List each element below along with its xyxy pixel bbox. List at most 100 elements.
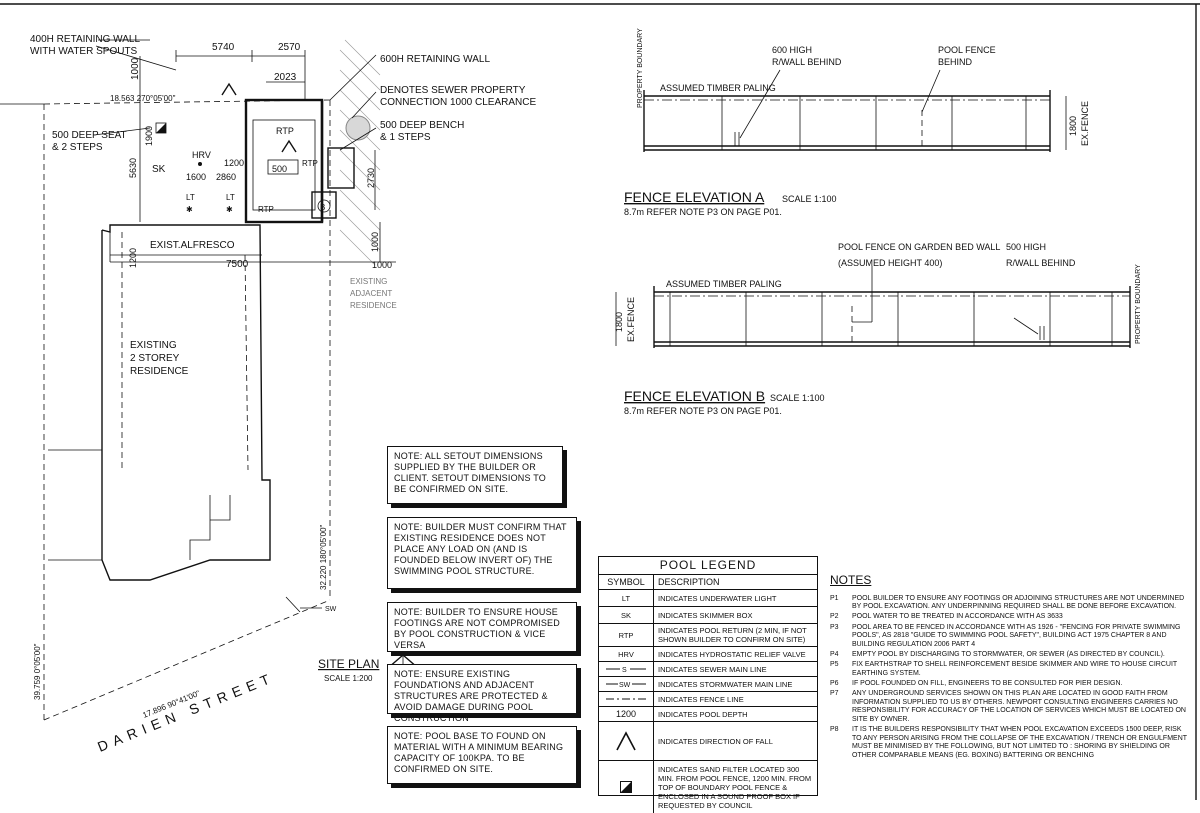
- dim-1900: 1900: [144, 126, 154, 146]
- dim-1000-lower: 1000: [372, 260, 392, 270]
- sewer-connection: [345, 115, 371, 141]
- stormwater-line-icon: SW: [606, 682, 646, 688]
- elev-b-rwall-2: R/WALL BEHIND: [1006, 258, 1076, 268]
- dim-7500: 7500: [226, 259, 249, 270]
- sand-filter-icon: [620, 781, 632, 793]
- legend-symbol-fall: [599, 722, 654, 760]
- legend-desc: INDICATES SAND FILTER LOCATED 300 MIN. F…: [658, 764, 812, 810]
- legend-row: INDICATES SAND FILTER LOCATED 300 MIN. F…: [599, 761, 817, 813]
- elev-a-scale: SCALE 1:100: [782, 194, 837, 204]
- elev-a-subtitle: 8.7m REFER NOTE P3 ON PAGE P01.: [624, 207, 782, 217]
- label-hrv: HRV: [192, 150, 211, 160]
- note-item: P6 IF POOL FOUNDED ON FILL, ENGINEERS TO …: [830, 680, 1190, 689]
- legend-desc: INDICATES SEWER MAIN LINE: [658, 664, 767, 674]
- label-adjacent-2: ADJACENT: [350, 289, 392, 298]
- legend-col-description: DESCRIPTION: [658, 576, 720, 587]
- note-text-existing-residence: NOTE: BUILDER MUST CONFIRM THAT EXISTING…: [394, 522, 567, 576]
- pool-bench: [267, 159, 299, 175]
- note-text: IT IS THE BUILDERS RESPONSIBILITY THAT W…: [852, 726, 1187, 759]
- legend-row: LT INDICATES UNDERWATER LIGHT: [599, 590, 817, 607]
- label-retaining-wall-400: 400H RETAINING WALL: [30, 34, 140, 45]
- legend-row: INDICATES FENCE LINE: [599, 692, 817, 707]
- label-sewer-2: CONNECTION 1000 CLEARANCE: [380, 97, 536, 108]
- note-text-foundations: NOTE: ENSURE EXISTING FOUNDATIONS AND AD…: [394, 669, 548, 723]
- elev-a-pool-fence-1: POOL FENCE: [938, 45, 996, 55]
- dim-2023: 2023: [274, 72, 297, 83]
- legend-desc: INDICATES POOL DEPTH: [658, 709, 748, 719]
- legend-symbol-sewer: S: [599, 662, 654, 676]
- svg-text:B: B: [320, 203, 325, 212]
- site-plan-title: SITE PLAN: [318, 657, 379, 671]
- dim-5740: 5740: [212, 42, 235, 53]
- label-residence-3: RESIDENCE: [130, 366, 189, 377]
- legend-row: SW INDICATES STORMWATER MAIN LINE: [599, 677, 817, 692]
- note-text: ANY UNDERGROUND SERVICES SHOWN ON THIS P…: [852, 690, 1186, 723]
- legend-desc: INDICATES POOL RETURN (2 MIN, IF NOT SHO…: [658, 626, 807, 644]
- elev-a-rwall-1: 600 HIGH: [772, 45, 812, 55]
- legend-desc: INDICATES HYDROSTATIC RELIEF VALVE: [658, 649, 806, 659]
- label-retaining-wall-600: 600H RETAINING WALL: [380, 54, 490, 65]
- fence-elevation-b: PROPERTY BOUNDARY ASSUMED TIMBER PALING …: [614, 242, 1142, 416]
- note-text: IF POOL FOUNDED ON FILL, ENGINEERS TO BE…: [852, 679, 1123, 687]
- label-water-spouts: WITH WATER SPOUTS: [30, 46, 138, 57]
- legend-row: RTP INDICATES POOL RETURN (2 MIN, IF NOT…: [599, 624, 817, 647]
- legend-col-symbol: SYMBOL: [599, 575, 654, 589]
- label-residence-2: 2 STOREY: [130, 353, 180, 364]
- elev-b-title: FENCE ELEVATION B: [624, 388, 765, 404]
- boundary-top-bearing: 18.563 270°05'00": [110, 94, 176, 103]
- dim-2730: 2730: [366, 168, 376, 188]
- legend-symbol-hrv: HRV: [599, 647, 654, 661]
- elev-b-boundary: PROPERTY BOUNDARY: [1135, 264, 1142, 344]
- note-box-house-footings: NOTE: BUILDER TO ENSURE HOUSE FOOTINGS A…: [387, 602, 577, 652]
- dim-500: 500: [272, 164, 287, 174]
- legend-row: S INDICATES SEWER MAIN LINE: [599, 662, 817, 677]
- sw-label: SW: [325, 606, 337, 613]
- label-adjacent-1: EXISTING: [350, 277, 387, 286]
- elev-b-pool-fence-2: (ASSUMED HEIGHT 400): [838, 258, 942, 268]
- fall-direction-icon: [616, 731, 636, 751]
- elev-b-rwall-1: 500 HIGH: [1006, 242, 1046, 252]
- note-num: P8: [830, 726, 839, 734]
- elev-b-paling: ASSUMED TIMBER PALING: [666, 279, 782, 289]
- legend-symbol-fence: [599, 692, 654, 706]
- note-text: POOL AREA TO BE FENCED IN ACCORDANCE WIT…: [852, 623, 1181, 648]
- note-text: POOL BUILDER TO ENSURE ANY FOOTINGS OR A…: [852, 594, 1185, 611]
- legend-symbol-sk: SK: [599, 607, 654, 623]
- elev-a-pool-fence-2: BEHIND: [938, 57, 973, 67]
- dim-1200-side: 1200: [128, 248, 138, 268]
- legend-title: POOL LEGEND: [599, 557, 817, 575]
- sewer-line-icon: S: [606, 667, 646, 673]
- note-num: P1: [830, 594, 839, 602]
- legend-desc: INDICATES STORMWATER MAIN LINE: [658, 679, 793, 689]
- dim-1000-top: 1000: [130, 57, 141, 80]
- lt-label-2: LT: [226, 193, 235, 202]
- elev-a-height-1: 1800: [1068, 116, 1078, 136]
- note-box-foundations: NOTE: ENSURE EXISTING FOUNDATIONS AND AD…: [387, 664, 577, 723]
- note-num: P7: [830, 690, 839, 698]
- boundary-right-bearing: 32.220 180°05'00": [319, 524, 328, 590]
- note-text: POOL WATER TO BE TREATED IN ACCORDANCE W…: [852, 613, 1063, 621]
- elev-b-height-1: 1800: [614, 312, 624, 332]
- legend-symbol-depth: 1200: [599, 707, 654, 721]
- elev-a-boundary: PROPERTY BOUNDARY: [637, 28, 644, 108]
- label-seat-2: & 2 STEPS: [52, 142, 103, 153]
- elev-a-height-2: EX.FENCE: [1080, 101, 1090, 146]
- label-sewer-1: DENOTES SEWER PROPERTY: [380, 85, 526, 96]
- label-sk: SK: [152, 164, 166, 175]
- legend-symbol-lt: LT: [599, 590, 654, 606]
- legend-row: SK INDICATES SKIMMER BOX: [599, 607, 817, 624]
- svg-text:✱: ✱: [186, 205, 193, 214]
- note-item: P8 IT IS THE BUILDERS RESPONSIBILITY THAT…: [830, 726, 1190, 760]
- legend-symbol-filter: [599, 761, 654, 813]
- note-box-pool-base: NOTE: POOL BASE TO FOUND ON MATERIAL WIT…: [387, 726, 577, 784]
- dim-2860: 2860: [216, 172, 236, 182]
- note-num: P6: [830, 679, 839, 687]
- fence-elevation-a: PROPERTY BOUNDARY ASSUMED TIMBER PALING …: [624, 28, 1090, 217]
- dim-1600: 1600: [186, 172, 206, 182]
- elev-a-paling: ASSUMED TIMBER PALING: [660, 83, 776, 93]
